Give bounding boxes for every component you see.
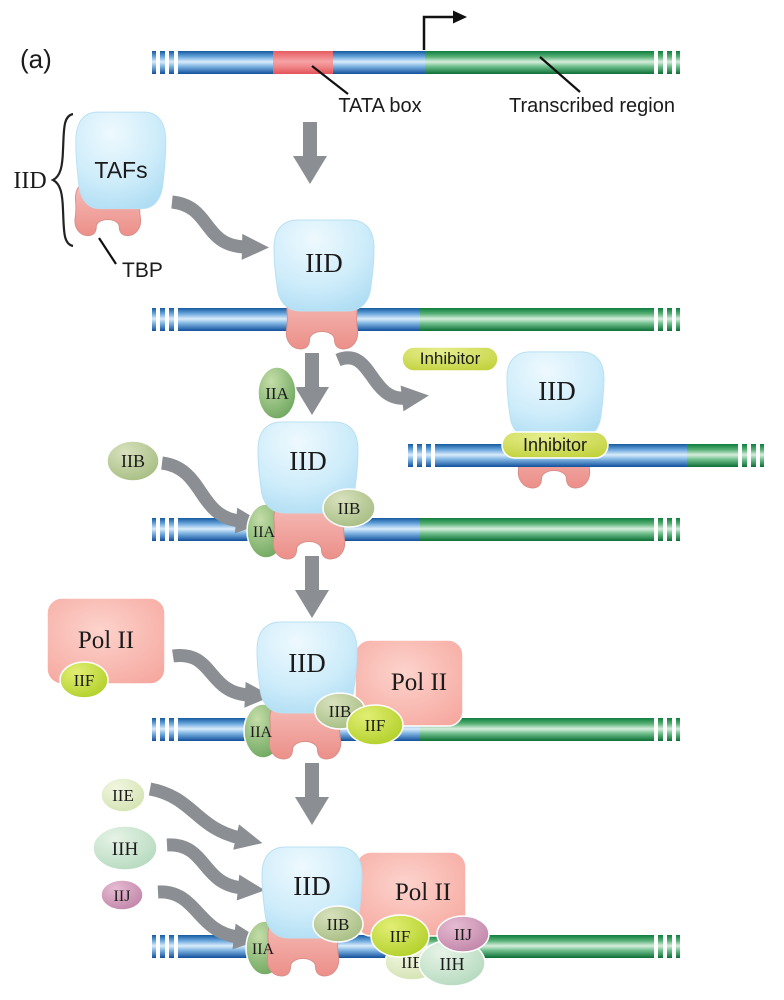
- factor-iib: [322, 488, 376, 528]
- iif-label: IIF: [365, 716, 386, 735]
- iih-label: IIH: [112, 839, 139, 860]
- iie-label: IIE: [401, 953, 423, 972]
- assembly-arrow-polii: [172, 648, 272, 708]
- factor-iif-free: [59, 661, 109, 699]
- iij-label: IIJ: [114, 888, 131, 905]
- inhibitor-pill: [501, 431, 609, 459]
- dna-bar-promoter: [152, 51, 680, 74]
- step5-complex: Pol II IID IIA IIB IIE IIH IIF IIJ: [245, 846, 490, 987]
- down-arrow-3: [295, 556, 329, 618]
- factor-iih-free: IIH: [92, 825, 158, 871]
- assembly-arrow-iie: [148, 782, 263, 850]
- assembly-arrow-iij: [157, 885, 261, 950]
- dna-end-hatches: [156, 935, 676, 958]
- tbp-label: TBP: [122, 259, 163, 282]
- transcribed-region-label: Transcribed region: [509, 95, 675, 117]
- pol-ii-free: Pol II IIF: [46, 597, 166, 699]
- pol-ii-label: Pol II: [78, 627, 134, 654]
- inhibitor-label: Inhibitor: [420, 349, 481, 368]
- dna-transcribed-segment: [420, 308, 680, 331]
- tata-box-segment: [273, 51, 333, 74]
- inhibitor-label: Inhibitor: [523, 435, 587, 455]
- down-arrow-2: [295, 353, 329, 415]
- iih-label: IIH: [440, 954, 465, 974]
- assembly-arrow-iib: [160, 456, 263, 534]
- iia-label: IIA: [252, 941, 275, 958]
- step2-iid-complex: IID: [273, 219, 375, 350]
- dna-end-hatches: [413, 444, 760, 467]
- step4-complex: Pol II IID IIA IIB IIF: [243, 621, 464, 760]
- factor-iib-free: IIB: [106, 440, 160, 482]
- panel-label: (a): [20, 44, 52, 74]
- pol-ii-label: Pol II: [395, 879, 451, 906]
- iib-label: IIB: [121, 451, 145, 471]
- iib-label: IIB: [327, 915, 350, 934]
- factor-iij: [436, 915, 490, 953]
- factor-iif: [346, 704, 404, 746]
- tata-box-label: TATA box: [338, 95, 421, 117]
- iid-bracket-label: IID: [13, 168, 46, 194]
- factor-iif: [370, 914, 430, 958]
- iid-label: IID: [305, 248, 342, 278]
- dna-end-hatches: [156, 51, 676, 74]
- dna-upstream-segment: [152, 308, 420, 331]
- iid-label: IID: [538, 376, 575, 406]
- iie-label: IIE: [112, 786, 134, 805]
- tbp-pointer-line: [98, 237, 117, 265]
- down-arrow-4: [295, 763, 329, 825]
- assembly-arrow-iid: [170, 195, 269, 260]
- tata-pointer-line: [311, 65, 349, 95]
- dna-end-hatches: [156, 518, 676, 541]
- iif-label: IIF: [74, 671, 95, 690]
- iid-label: IID: [288, 648, 325, 678]
- assembly-arrow-iih: [166, 838, 265, 901]
- dna-transcribed-segment: [420, 718, 680, 741]
- factor-iie-free: IIE: [100, 777, 146, 813]
- dna-transcribed-segment: [420, 518, 680, 541]
- iij-label: IIJ: [454, 925, 472, 944]
- inhibitor-pill-free: Inhibitor: [401, 346, 499, 372]
- down-arrow-1: [293, 122, 327, 184]
- iid-label: IID: [293, 871, 330, 901]
- iif-label: IIF: [390, 927, 411, 946]
- pol-ii-label: Pol II: [391, 669, 447, 696]
- dna-end-hatches: [156, 308, 676, 331]
- tafs-label: TAFs: [94, 157, 147, 183]
- iib-label: IIB: [338, 499, 361, 518]
- iia-label: IIA: [265, 384, 289, 403]
- iia-label: IIA: [253, 524, 276, 541]
- dna-bar-step2: [152, 308, 680, 331]
- inhibitor-complex: IID Inhibitor: [501, 351, 609, 459]
- iib-label: IIB: [329, 702, 352, 721]
- iid-bracket: [50, 112, 74, 248]
- iia-label: IIA: [250, 724, 273, 741]
- iid-label: IID: [289, 446, 326, 476]
- dna-end-hatches: [156, 718, 676, 741]
- assembly-arrow-inhibitor-branch: [335, 351, 429, 412]
- dna-transcribed-segment: [687, 444, 764, 467]
- step3-complex: IID IIA IIB: [246, 421, 376, 560]
- factor-iia-free: IIA: [257, 366, 297, 420]
- factor-iij-free: IIJ: [100, 879, 144, 911]
- transcribed-pointer-line: [539, 56, 581, 93]
- transcription-start-arrow: [422, 10, 467, 50]
- factor-iib: [312, 905, 364, 943]
- dna-transcribed-segment: [425, 51, 680, 74]
